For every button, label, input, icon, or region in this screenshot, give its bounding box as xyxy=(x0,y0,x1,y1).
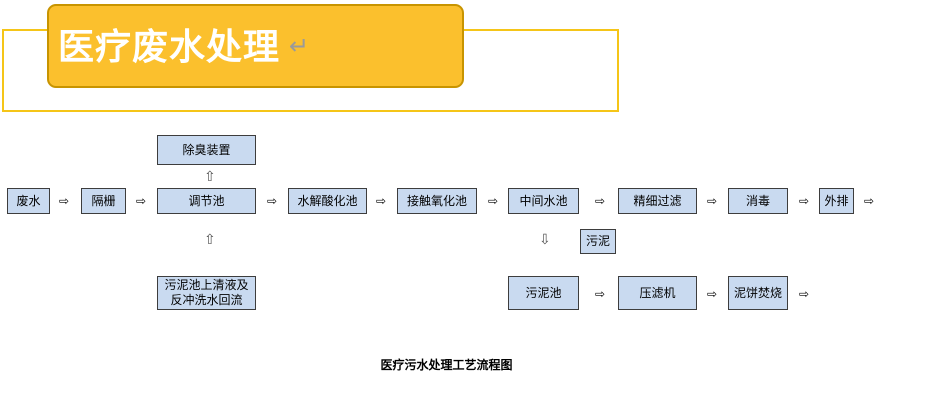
arrow-right-icon: ⇨ xyxy=(799,194,810,208)
arrow-right-icon: ⇨ xyxy=(799,287,810,301)
arrow-down-icon: ⇩ xyxy=(539,232,551,248)
box-incineration: 泥饼焚烧 xyxy=(728,276,788,310)
box-sludge-label: 污泥 xyxy=(580,229,616,254)
box-intermediate: 中间水池 xyxy=(508,188,579,214)
page-title: 医疗废水处理 xyxy=(58,27,281,68)
box-contact-oxidation: 接触氧化池 xyxy=(397,188,477,214)
box-wastewater: 废水 xyxy=(7,188,50,214)
diagram-caption: 医疗污水处理工艺流程图 xyxy=(380,358,513,372)
arrow-right-icon: ⇨ xyxy=(59,194,70,208)
arrow-up-icon: ⇧ xyxy=(204,169,216,185)
box-hydrolysis: 水解酸化池 xyxy=(288,188,367,214)
arrow-right-icon: ⇨ xyxy=(488,194,499,208)
box-fine-filter: 精细过滤 xyxy=(618,188,697,214)
arrow-right-icon: ⇨ xyxy=(864,194,875,208)
box-sludge-tank: 污泥池 xyxy=(508,276,579,310)
box-equalization: 调节池 xyxy=(157,188,256,214)
box-filter-press: 压滤机 xyxy=(618,276,697,310)
return-mark-icon: ↵ xyxy=(289,32,310,60)
box-return-flow: 污泥池上清液及反冲洗水回流 xyxy=(157,276,256,310)
arrow-right-icon: ⇨ xyxy=(707,194,718,208)
box-disinfect: 消毒 xyxy=(728,188,788,214)
box-discharge: 外排 xyxy=(819,188,854,214)
title-banner xyxy=(47,4,464,88)
arrow-right-icon: ⇨ xyxy=(376,194,387,208)
arrow-up-icon: ⇧ xyxy=(204,232,216,248)
arrow-right-icon: ⇨ xyxy=(707,287,718,301)
box-deodor: 除臭装置 xyxy=(157,135,256,165)
arrow-right-icon: ⇨ xyxy=(267,194,278,208)
arrow-right-icon: ⇨ xyxy=(136,194,147,208)
box-screen: 隔栅 xyxy=(81,188,126,214)
arrow-right-icon: ⇨ xyxy=(595,194,606,208)
arrow-right-icon: ⇨ xyxy=(595,287,606,301)
